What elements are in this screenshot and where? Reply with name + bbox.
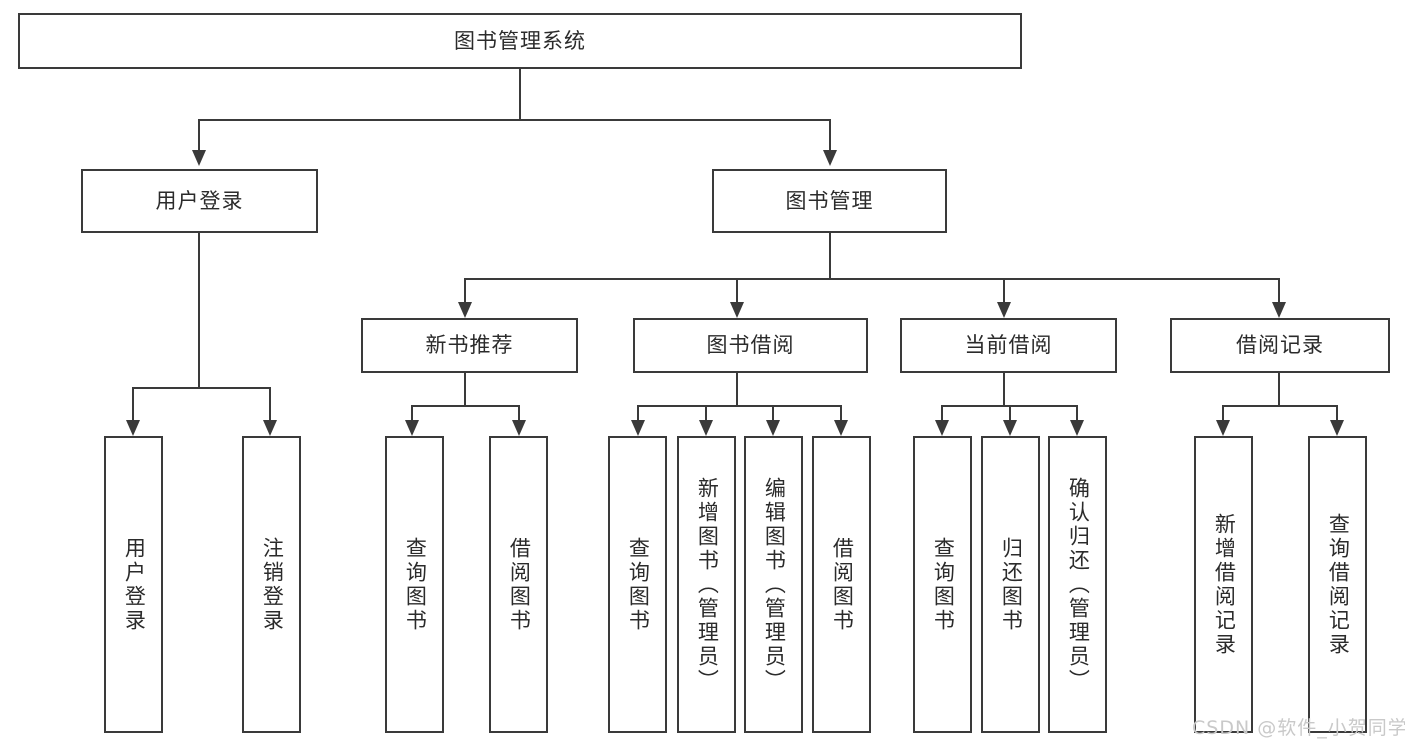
node-book-borrow[interactable]: 图书借阅	[633, 318, 868, 373]
connector-current-borrow-stem	[1003, 373, 1005, 406]
arrow-book-borrow-child-1	[631, 420, 645, 436]
arrow-new-book-child-1	[405, 420, 419, 436]
arrow-borrow-record-child-2	[1330, 420, 1344, 436]
leaf-book-borrow-3[interactable]: 编辑图书（管理员）	[744, 436, 803, 733]
connector-current-borrow-child-1	[941, 405, 943, 420]
connector-book-manage-to-current-borrow	[1003, 278, 1005, 302]
arrow-book-borrow-child-2	[699, 420, 713, 436]
connector-book-borrow-child-1	[637, 405, 639, 420]
node-label: 当前借阅	[964, 333, 1053, 357]
leaf-user-login-1[interactable]: 用户登录	[104, 436, 163, 733]
connector-book-borrow-child-2	[705, 405, 707, 420]
arrow-book-borrow-child-3	[766, 420, 780, 436]
arrow-book-manage-to-book-borrow	[730, 302, 744, 318]
node-root-book-management-system[interactable]: 图书管理系统	[18, 13, 1022, 69]
connector-user-login-child-2	[269, 387, 271, 420]
connector-book-manage-stem	[829, 233, 831, 279]
connector-book-borrow-stem	[736, 373, 738, 406]
connector-borrow-record-bar	[1222, 405, 1338, 407]
leaf-user-login-2[interactable]: 注销登录	[242, 436, 301, 733]
node-label: 图书借阅	[706, 333, 795, 357]
leaf-current-borrow-1[interactable]: 查询图书	[913, 436, 972, 733]
connector-user-login-stem	[198, 233, 200, 388]
leaf-borrow-record-2[interactable]: 查询借阅记录	[1308, 436, 1367, 733]
connector-book-manage-to-borrow-record	[1278, 278, 1280, 302]
leaf-book-borrow-1[interactable]: 查询图书	[608, 436, 667, 733]
node-new-book-recommend[interactable]: 新书推荐	[361, 318, 578, 373]
connector-new-book-child-1	[411, 405, 413, 420]
arrow-current-borrow-child-2	[1003, 420, 1017, 436]
arrow-root-to-book-manage	[823, 150, 837, 166]
connector-root-to-book-manage	[829, 119, 831, 150]
node-borrow-record[interactable]: 借阅记录	[1170, 318, 1390, 373]
connector-current-borrow-child-2	[1009, 405, 1011, 420]
watermark-text: CSDN @软件_小贺同学	[1192, 717, 1405, 739]
node-label: 查询图书	[403, 536, 428, 633]
node-label: 编辑图书（管理员）	[762, 476, 787, 693]
node-label: 图书管理系统	[454, 28, 586, 53]
arrow-root-to-user-login	[192, 150, 206, 166]
node-label: 图书管理	[785, 188, 874, 213]
connector-book-borrow-child-3	[772, 405, 774, 420]
node-label: 新增图书（管理员）	[695, 476, 720, 693]
connector-book-manage-to-book-borrow	[736, 278, 738, 302]
connector-root-stem	[519, 69, 521, 120]
leaf-book-borrow-4[interactable]: 借阅图书	[812, 436, 871, 733]
node-label: 注销登录	[260, 536, 285, 633]
arrow-book-borrow-child-4	[834, 420, 848, 436]
connector-book-manage-to-new-book	[464, 278, 466, 302]
connector-borrow-record-stem	[1278, 373, 1280, 406]
connector-book-manage-bar	[464, 278, 1280, 280]
connector-current-borrow-child-3	[1076, 405, 1078, 420]
leaf-borrow-record-1[interactable]: 新增借阅记录	[1194, 436, 1253, 733]
arrow-book-manage-to-borrow-record	[1272, 302, 1286, 318]
arrow-book-manage-to-current-borrow	[997, 302, 1011, 318]
node-book-manage[interactable]: 图书管理	[712, 169, 947, 233]
connector-borrow-record-child-2	[1336, 405, 1338, 420]
node-label: 借阅记录	[1236, 333, 1324, 357]
node-label: 查询图书	[931, 536, 956, 633]
arrow-current-borrow-child-3	[1070, 420, 1084, 436]
node-label: 查询借阅记录	[1326, 512, 1351, 657]
node-label: 确认归还（管理员）	[1066, 476, 1091, 693]
leaf-new-book-1[interactable]: 查询图书	[385, 436, 444, 733]
node-label: 查询图书	[626, 536, 651, 633]
node-label: 归还图书	[999, 536, 1024, 633]
connector-root-to-user-login	[198, 119, 200, 150]
node-label: 用户登录	[122, 536, 147, 633]
connector-user-login-bar	[132, 387, 270, 389]
node-label: 用户登录	[155, 188, 244, 213]
connector-borrow-record-child-1	[1222, 405, 1224, 420]
arrow-user-login-child-1	[126, 420, 140, 436]
connector-new-book-bar	[411, 405, 519, 407]
arrow-new-book-child-2	[512, 420, 526, 436]
node-user-login[interactable]: 用户登录	[81, 169, 318, 233]
arrow-current-borrow-child-1	[935, 420, 949, 436]
leaf-new-book-2[interactable]: 借阅图书	[489, 436, 548, 733]
connector-book-borrow-bar	[637, 405, 842, 407]
connector-user-login-child-1	[132, 387, 134, 420]
arrow-book-manage-to-new-book	[458, 302, 472, 318]
leaf-book-borrow-2[interactable]: 新增图书（管理员）	[677, 436, 736, 733]
node-label: 借阅图书	[507, 536, 532, 633]
connector-new-book-stem	[464, 373, 466, 406]
connector-book-borrow-child-4	[840, 405, 842, 420]
connector-new-book-child-2	[518, 405, 520, 420]
node-label: 新书推荐	[425, 333, 514, 357]
connector-root-bar	[198, 119, 831, 121]
node-current-borrow[interactable]: 当前借阅	[900, 318, 1117, 373]
leaf-current-borrow-2[interactable]: 归还图书	[981, 436, 1040, 733]
arrow-borrow-record-child-1	[1216, 420, 1230, 436]
node-label: 新增借阅记录	[1212, 512, 1237, 657]
node-label: 借阅图书	[830, 536, 855, 633]
leaf-current-borrow-3[interactable]: 确认归还（管理员）	[1048, 436, 1107, 733]
arrow-user-login-child-2	[263, 420, 277, 436]
